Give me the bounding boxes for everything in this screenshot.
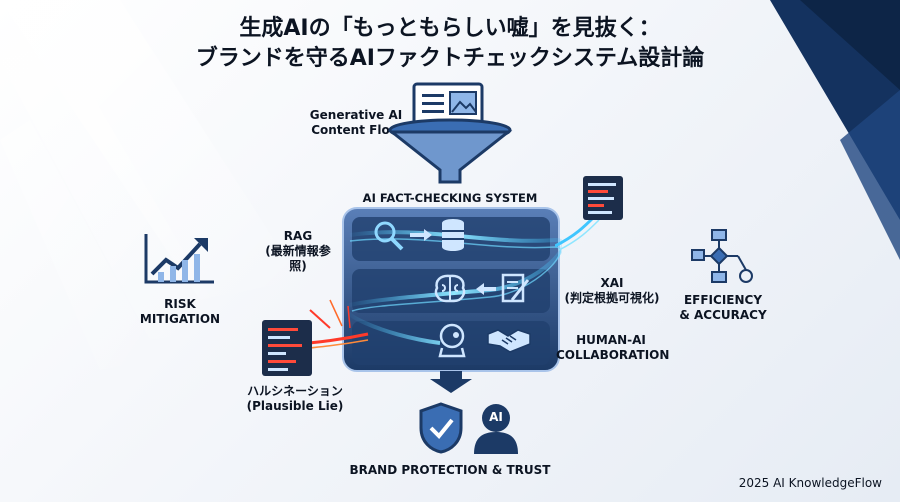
xai-label-line-2: (判定根拠可視化)	[564, 291, 660, 305]
human-ai-label-line-1: HUMAN-AI	[576, 333, 646, 347]
input-label-line-2: Content Flow	[311, 123, 401, 137]
output-label: BRAND PROTECTION & TRUST	[349, 463, 551, 477]
input-label-line-1: Generative AI	[309, 108, 403, 122]
arrow-left-icon	[476, 283, 496, 295]
ai-badge: AI	[489, 410, 503, 424]
growth-chart-icon	[144, 234, 214, 284]
shield-check-icon	[419, 402, 463, 454]
search-icon	[374, 221, 404, 251]
human-ai-label: HUMAN-AI COLLABORATION	[556, 333, 670, 363]
xai-label: XAI (判定根拠可視化)	[564, 276, 660, 306]
risk-label: RISK MITIGATION	[130, 297, 230, 327]
person-ai-icon	[474, 404, 518, 454]
page-title-line-2: ブランドを守るAIファクトチェックシステム設計論	[195, 46, 705, 71]
efficiency-label-line-1: EFFICIENCY	[683, 293, 763, 307]
xai-label-line-1: XAI	[600, 276, 624, 290]
verified-output-stream	[555, 176, 623, 251]
input-label: Generative AI Content Flow	[296, 108, 416, 138]
funnel-icon	[387, 82, 513, 184]
document-check-icon	[501, 273, 530, 303]
system-label: AI FACT-CHECKING SYSTEM	[362, 191, 538, 205]
hallucination-label: ハルシネーション (Plausible Lie)	[240, 384, 350, 414]
handshake-icon	[487, 329, 531, 353]
human-ai-label-line-2: COLLABORATION	[556, 348, 670, 362]
robot-head-icon	[438, 323, 466, 358]
efficiency-label: EFFICIENCY & ACCURACY	[668, 293, 778, 323]
hallucination-label-line-1: ハルシネーション	[247, 384, 343, 398]
efficiency-label-line-2: & ACCURACY	[679, 308, 767, 322]
corner-decoration	[770, 0, 900, 260]
page-title-line-1: 生成AIの「もっともらしい嘘」を見抜く：	[239, 16, 661, 41]
flowchart-icon	[691, 229, 753, 283]
footer-credit: 2025 AI KnowledgeFlow	[738, 476, 882, 490]
code-document-icon	[262, 320, 312, 376]
hallucination-label-line-2: (Plausible Lie)	[246, 399, 344, 413]
rag-label-line-1: RAG	[283, 229, 313, 243]
rag-label-line-2: (最新情報参照)	[265, 244, 331, 273]
risk-label-line-1: RISK	[164, 297, 196, 311]
arrow-right-icon	[410, 229, 432, 241]
rag-label: RAG (最新情報参照)	[258, 229, 338, 274]
brain-icon	[434, 274, 466, 303]
risk-label-line-2: MITIGATION	[139, 312, 221, 326]
database-icon	[442, 219, 464, 251]
